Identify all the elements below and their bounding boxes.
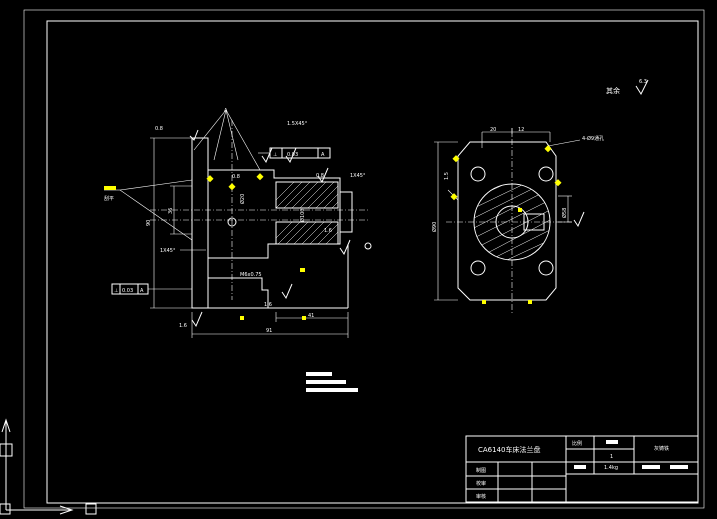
dim-36: 36 [168, 208, 174, 214]
dim-thread: M6x0.75 [240, 272, 262, 278]
ratio-label: 比例 [572, 440, 582, 447]
chamfer-left: 1X45° [160, 248, 176, 254]
chamfer-top: 1.5X45° [287, 121, 308, 127]
hatch-lower [275, 221, 339, 245]
side-view: ⊥ 0.03 A ⊥ 0.03 A A 1.5X45° 1X45° 1X45° … [104, 108, 372, 338]
roughness-main: 6.3 [639, 79, 647, 85]
rough-top-left: 0.8 [155, 126, 163, 132]
front-view: 20 12 Ø90 Ø58 1.5 4-Ø9通孔 [431, 127, 604, 314]
row-label-2: 审核 [476, 493, 486, 500]
quantity: 1 [610, 454, 613, 460]
drawing-title: CA6140车床法兰盘 [478, 445, 541, 454]
dim-20: 20 [490, 127, 496, 133]
rough-mid2: 0.8 [316, 173, 324, 179]
rough-left-bottom: 1.6 [179, 323, 187, 329]
dim-inner: Ø20 [239, 194, 246, 204]
dim-right: Ø58 [561, 208, 568, 218]
dim-bore: Ø100 [299, 209, 306, 222]
tolerance-frame-left: ⊥ 0.03 A [111, 283, 192, 295]
tol-top-symbol: ⊥ [273, 152, 277, 158]
rough-mid: 0.8 [232, 174, 240, 180]
front-hatch [474, 184, 550, 260]
dim-12: 12 [518, 127, 524, 133]
roughness-right: 1.6 [264, 302, 272, 308]
weight: 1.4kg [604, 465, 618, 471]
label-left: 刮平 [104, 195, 114, 202]
notes-label: 其余 [606, 86, 620, 95]
label-hole: 4-Ø9通孔 [582, 135, 604, 142]
dim-91: 91 [266, 328, 272, 334]
dim-left-r: 1.5 [444, 172, 450, 180]
rough-bore: 1.6 [324, 228, 332, 234]
chamfer-right: 1X45° [350, 173, 366, 179]
tol-left-value: 0.03 [122, 288, 133, 294]
dim-41: 41 [308, 313, 314, 319]
sheet-border-inner [46, 20, 699, 504]
row-label-0: 制图 [476, 467, 486, 474]
tolerance-frame-top: ⊥ 0.03 A [258, 147, 331, 159]
title-block: CA6140车床法兰盘 比例 1 1.4kg 灰铸铁 制图 校审 审核 [465, 435, 699, 503]
tol-left-datum: A [140, 288, 144, 294]
dim-90v: Ø90 [431, 222, 438, 232]
hatch-upper [275, 181, 339, 209]
tol-left-symbol: ⊥ [114, 288, 118, 294]
dim-90: 90 [146, 220, 152, 226]
ucs-icon [0, 418, 97, 515]
general-roughness-note: 其余 6.3 [606, 79, 649, 96]
material: 灰铸铁 [654, 445, 669, 452]
tol-top-datum: A [321, 152, 325, 158]
row-label-1: 校审 [476, 480, 486, 487]
tech-notes [306, 372, 358, 392]
label-datum: A [224, 108, 228, 114]
tol-top-value: 0.03 [287, 152, 298, 158]
sheet-border-outer [23, 9, 705, 509]
